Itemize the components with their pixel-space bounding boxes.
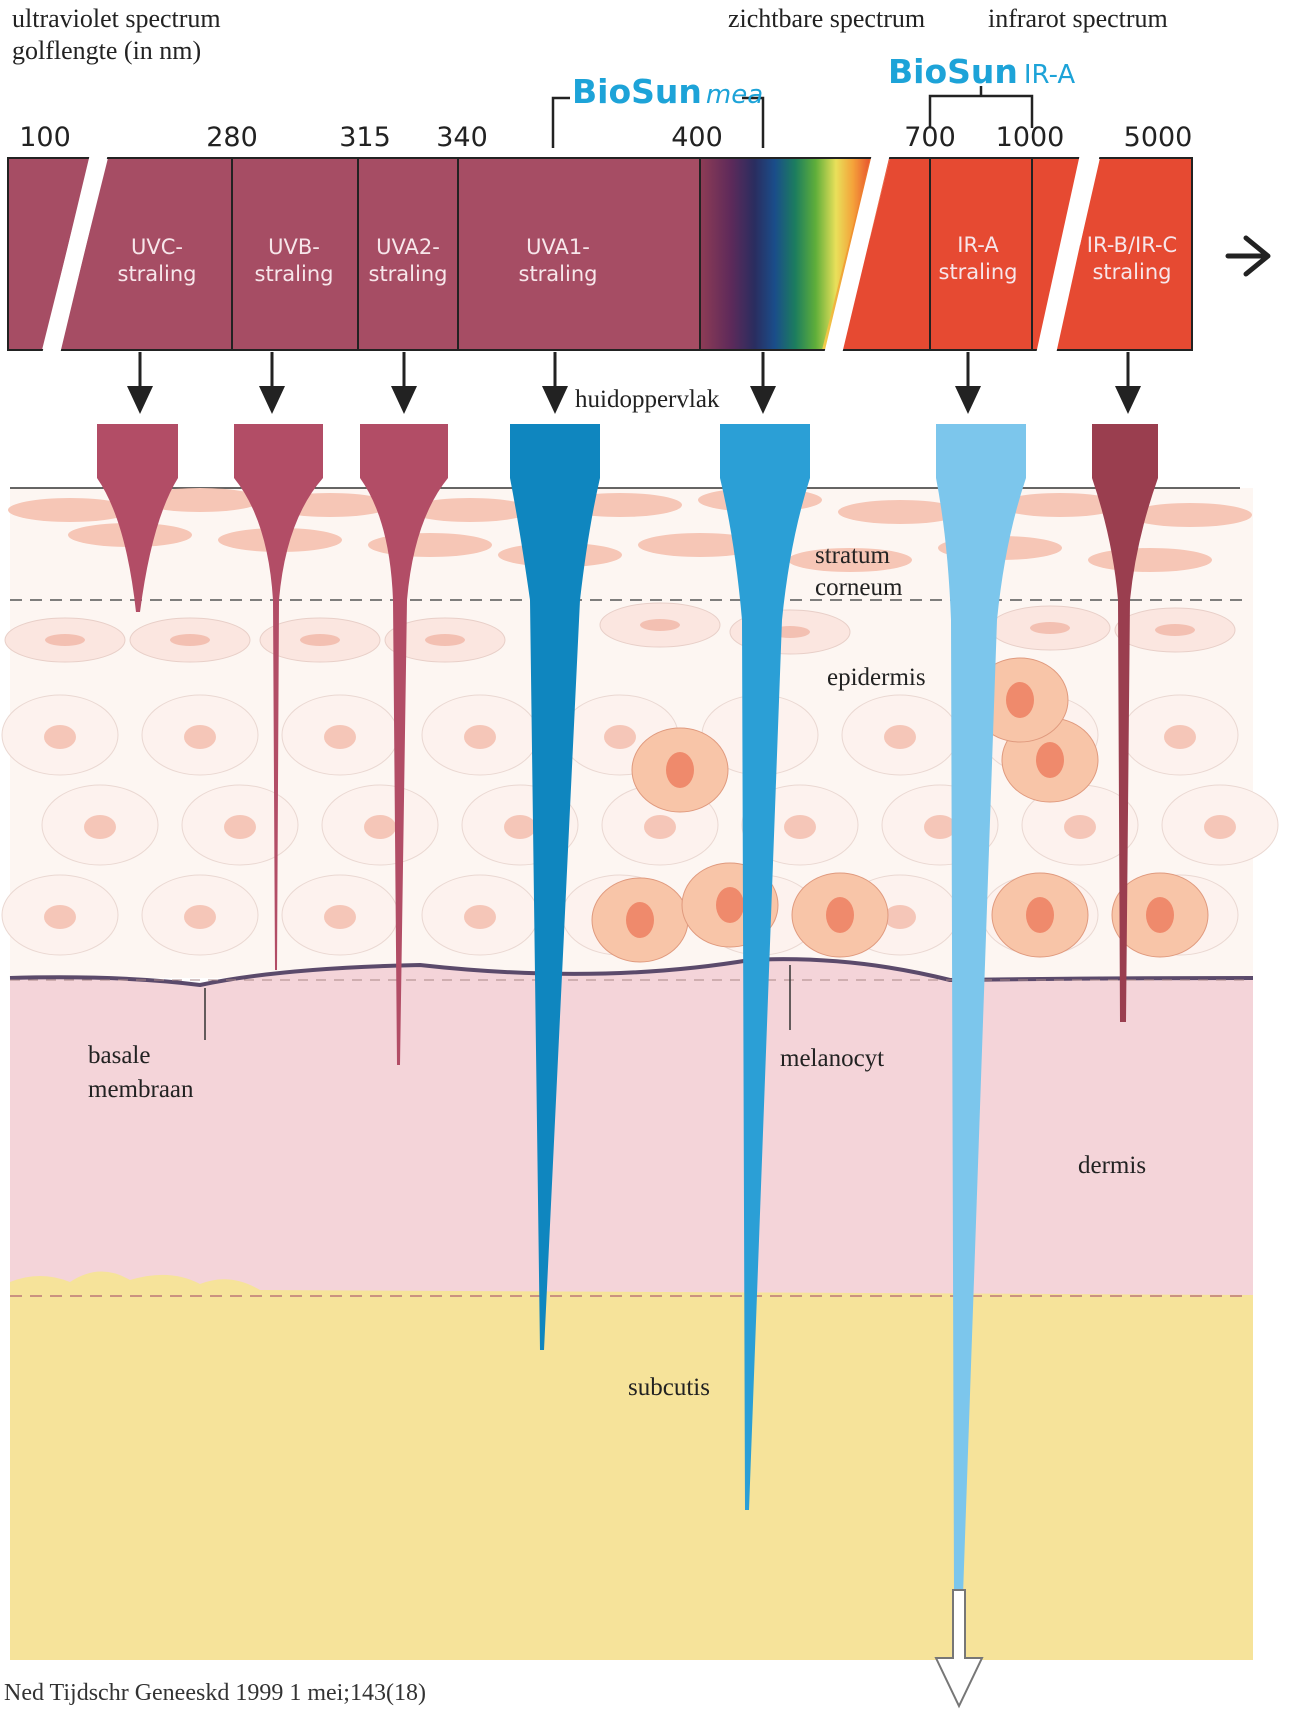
wavelength-315: 315 [339,122,391,153]
biosun-ira-name: BioSun [888,52,1018,91]
subcutis-label: subcutis [628,1372,710,1403]
wavelength-400: 400 [671,122,723,153]
biosun-mea-suffix: mea [706,80,763,110]
dermis-label: dermis [1078,1150,1146,1181]
cell-nucleus [324,905,356,929]
melanocyte-nucleus [1006,682,1034,718]
corneum-cell [1088,548,1212,572]
uvc-band-sub: straling [118,261,197,288]
cell-nucleus [784,815,816,839]
cell-nucleus [464,725,496,749]
cell-nucleus [924,815,956,839]
granular-nucleus [170,634,210,646]
down-arrow [259,352,285,414]
cell-nucleus [504,815,536,839]
uva1-band-sub: straling [519,261,598,288]
cell-nucleus [224,815,256,839]
spectrum-continues-arrow [1228,238,1268,274]
basal-membrane-line2: membraan [88,1074,194,1105]
epidermis-label: epidermis [827,662,926,693]
biosun-ira-suffix: IR-A [1024,60,1075,90]
infrared-spectrum-label: infrarot spectrum [988,4,1168,34]
uva1-band-name: UVA1- [519,234,598,261]
cell-nucleus [184,725,216,749]
irbc-band-label: IR-B/IR-C straling [1087,232,1177,286]
melanocyte-nucleus [626,902,654,938]
cell-nucleus [1064,815,1096,839]
cell-nucleus [44,725,76,749]
cell-nucleus [44,905,76,929]
granular-nucleus [45,634,85,646]
basal-membrane-line1: basale [88,1040,150,1071]
biosun-mea-name: BioSun [572,72,702,111]
melanocyte-nucleus [716,887,744,923]
granular-nucleus [1030,622,1070,634]
granular-nucleus [300,634,340,646]
melanocyte-nucleus [1146,897,1174,933]
down-arrow [750,352,776,414]
cell-nucleus [884,905,916,929]
wavelength-5000: 5000 [1124,122,1193,153]
uva1-band-label: UVA1- straling [519,234,598,288]
down-arrow [127,352,153,414]
irbc-band-name: IR-B/IR-C [1087,232,1177,259]
wavelength-unit-label: golflengte (in nm) [12,36,201,66]
uvb-band-sub: straling [255,261,334,288]
cell-nucleus [324,725,356,749]
subcutis-layer [10,1271,1253,1660]
cell-nucleus [644,815,676,839]
wavelength-700: 700 [904,122,956,153]
cell-nucleus [1164,725,1196,749]
uvc-band-name: UVC- [118,234,197,261]
down-arrow [1115,352,1141,414]
cell-nucleus [84,815,116,839]
wavelength-280: 280 [206,122,258,153]
stratum-corneum-line1: stratum [815,540,890,571]
granular-nucleus [425,634,465,646]
ira-band-label: IR-A straling [939,232,1018,286]
melanocyte-nucleus [1036,742,1064,778]
uva2-band-sub: straling [369,261,448,288]
citation: Ned Tijdschr Geneeskd 1999 1 mei;143(18) [4,1680,426,1707]
cell-nucleus [464,905,496,929]
down-arrow [955,352,981,414]
ira-band-name: IR-A [939,232,1018,259]
melanocyte-nucleus [826,897,854,933]
wavelength-100: 100 [19,122,71,153]
granular-nucleus [1155,624,1195,636]
down-arrow [542,352,568,414]
uv-spectrum-label: ultraviolet spectrum [12,4,221,34]
surface-label: huidoppervlak [575,384,719,415]
melanocyt-label: melanocyt [780,1043,884,1074]
irbc-band-sub: straling [1087,259,1177,286]
granular-nucleus [640,619,680,631]
down-arrow [391,352,417,414]
melanocyte-nucleus [1026,897,1054,933]
stratum-corneum-line2: corneum [815,572,902,603]
cell-nucleus [184,905,216,929]
wavelength-1000: 1000 [996,122,1065,153]
uvc-band-label: UVC- straling [118,234,197,288]
dermis-layer [10,959,1253,1300]
uvb-band-name: UVB- [255,234,334,261]
visible-spectrum-label: zichtbare spectrum [728,4,925,34]
uva2-band-label: UVA2- straling [369,234,448,288]
biosun-mea-bracket [553,98,570,148]
uvb-band-label: UVB- straling [255,234,334,288]
ira-band-sub: straling [939,259,1018,286]
melanocyte-nucleus [666,752,694,788]
uva2-band-name: UVA2- [369,234,448,261]
cell-nucleus [364,815,396,839]
wavelength-340: 340 [436,122,488,153]
cell-nucleus [884,725,916,749]
cell-nucleus [1204,815,1236,839]
cell-nucleus [604,725,636,749]
